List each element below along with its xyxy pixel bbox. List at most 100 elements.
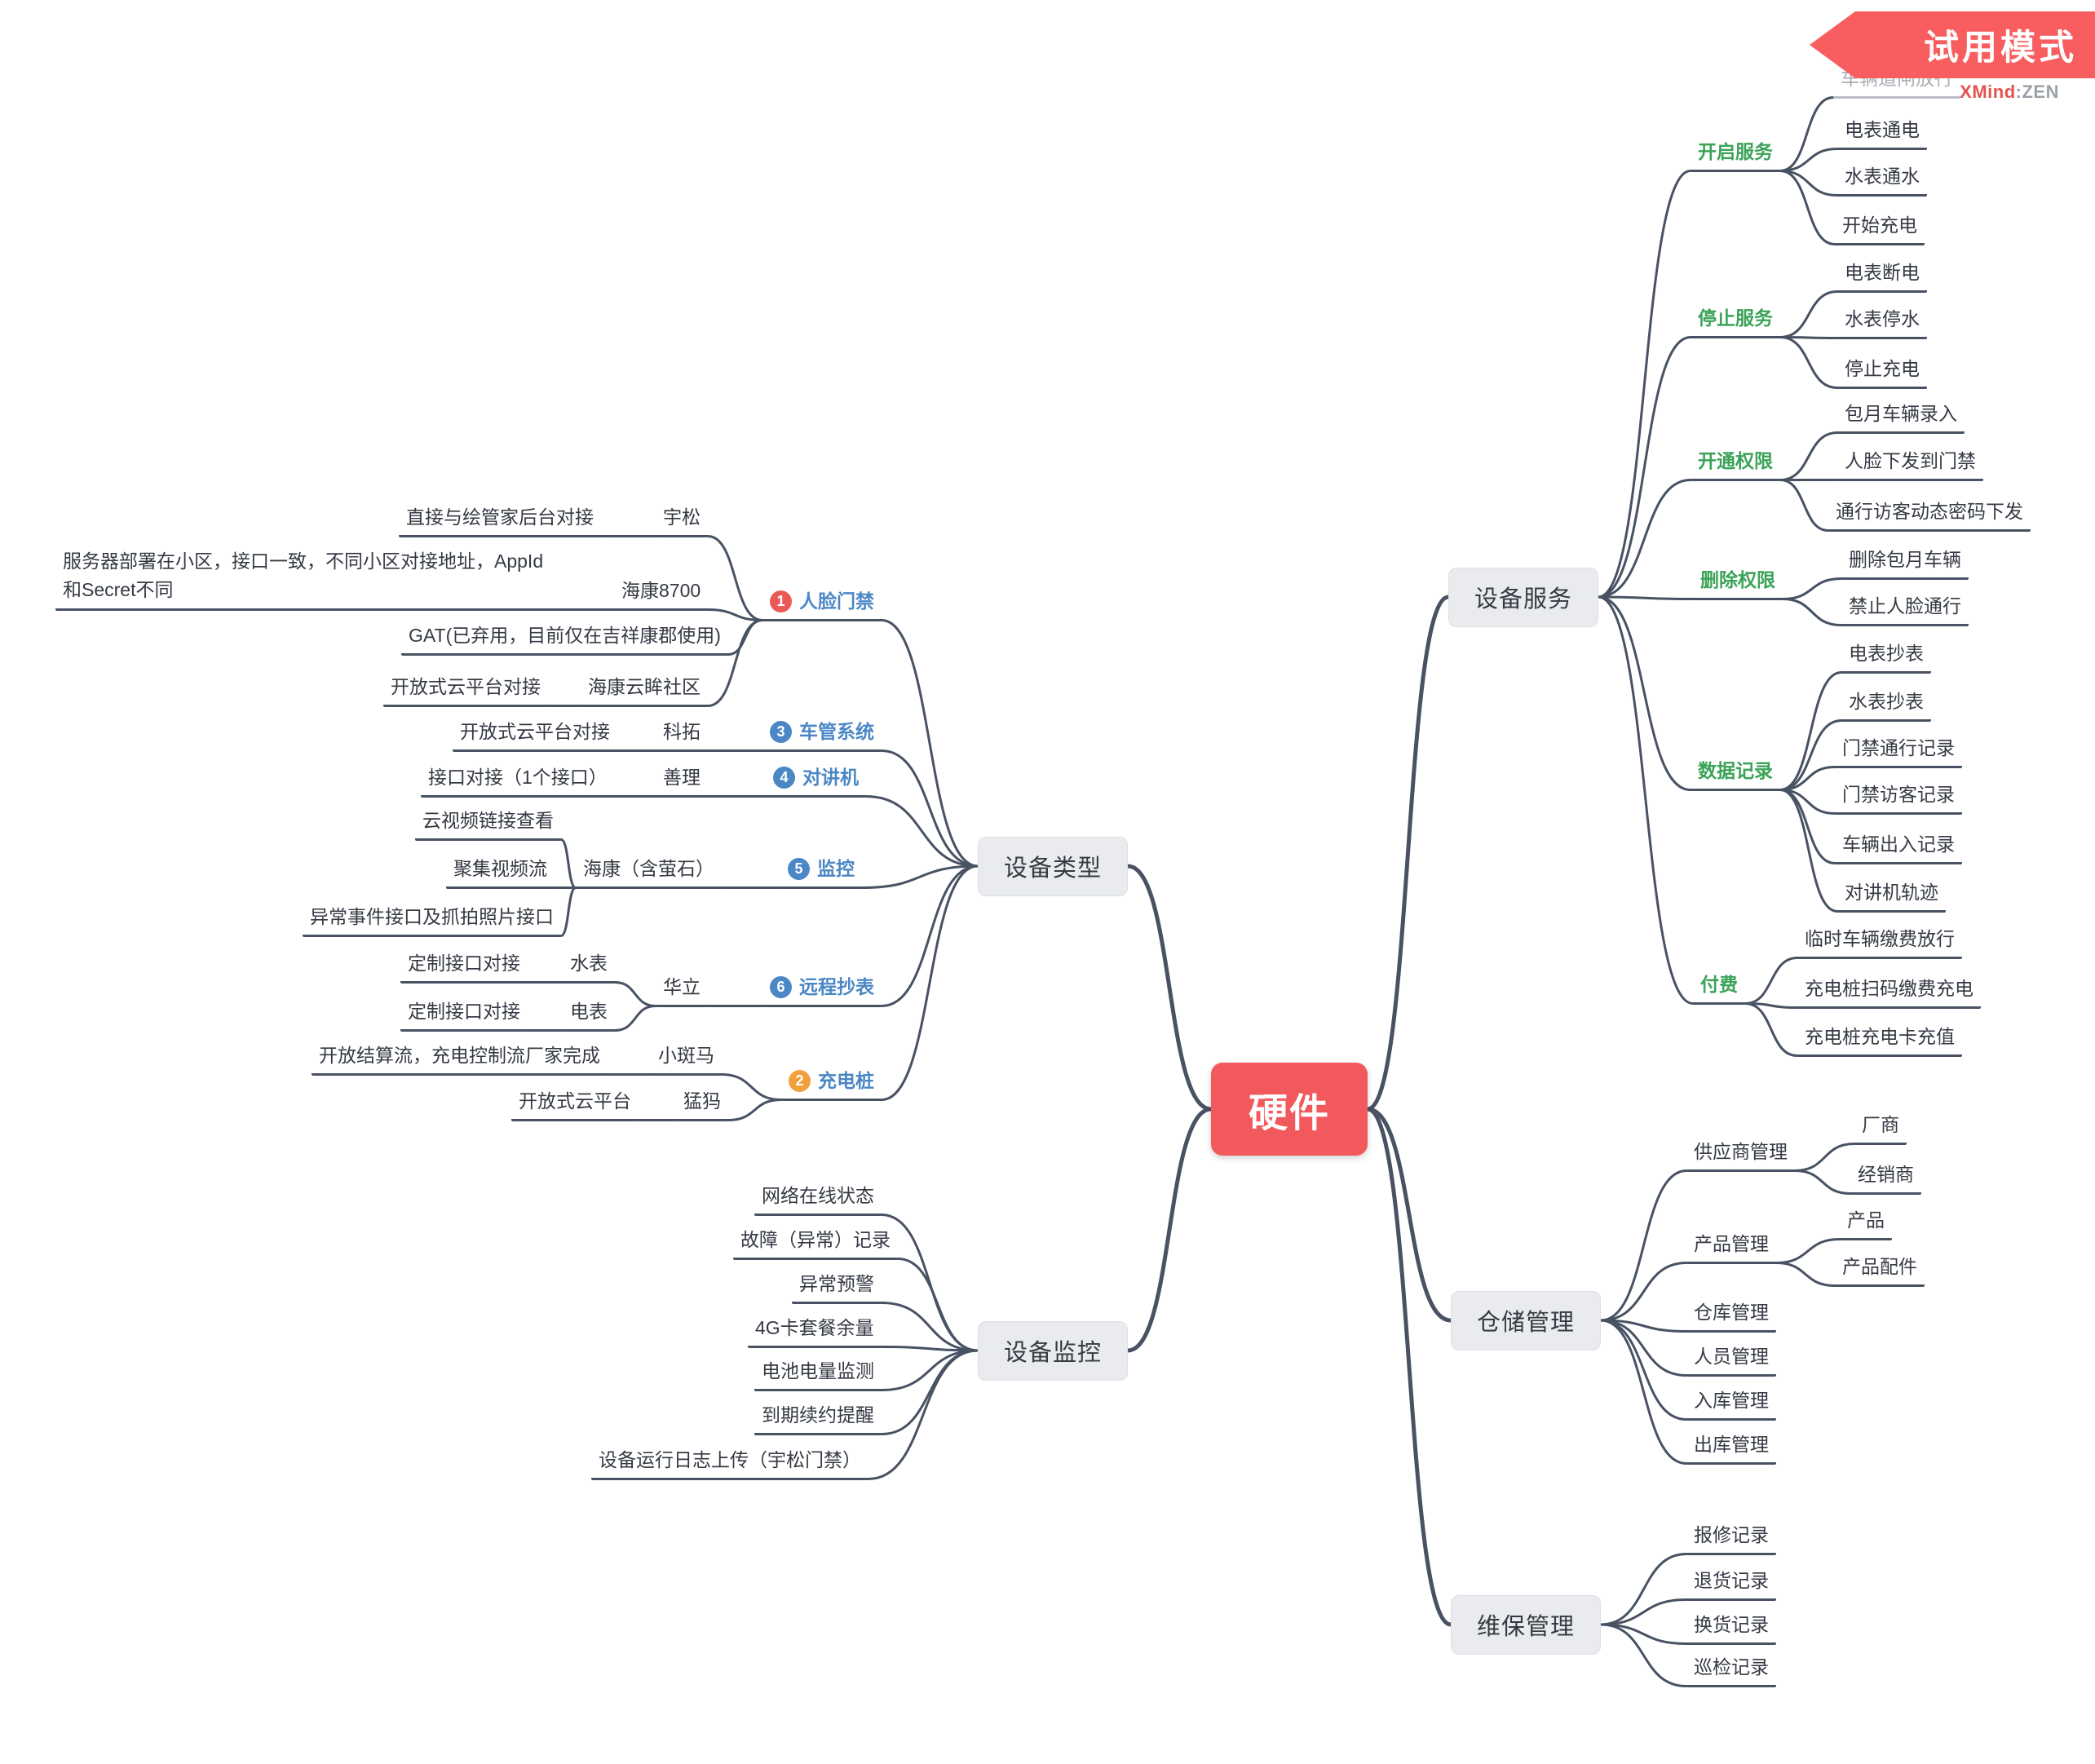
topic-dt-charge-mammoth[interactable]: 猛犸 <box>676 1085 728 1121</box>
xmind-zen-logo: XMind:ZEN <box>1960 82 2059 103</box>
topic-label: 海康云眸社区 <box>588 676 701 697</box>
topic-svc-data-visitor[interactable]: 门禁访客记录 <box>1835 779 1962 815</box>
topic-label: 宇松 <box>663 506 701 528</box>
topic-device-type[interactable]: 设备类型 <box>978 836 1129 896</box>
topic-svc-grant-face[interactable]: 人脸下发到门禁 <box>1837 445 1983 481</box>
topic-svc-grant-visitor[interactable]: 通行访客动态密码下发 <box>1828 496 2031 532</box>
topic-wh-inbound[interactable]: 入库管理 <box>1686 1385 1776 1421</box>
topic-wh-product[interactable]: 产品管理 <box>1686 1228 1776 1264</box>
topic-mt-repair[interactable]: 报修记录 <box>1686 1519 1776 1555</box>
topic-dt-face-yusong[interactable]: 宇松 <box>656 502 708 537</box>
topic-dm-log[interactable]: 设备运行日志上传（宇松门禁） <box>591 1444 868 1480</box>
topic-label: 供应商管理 <box>1694 1141 1788 1162</box>
topic-dt-charge-zebra[interactable]: 小斑马 <box>651 1040 722 1076</box>
topic-dt-intercom-shanli[interactable]: 善理 <box>656 762 708 798</box>
topic-svc-revoke[interactable]: 删除权限 <box>1693 564 1783 600</box>
topic-dt-meter-water-api[interactable]: 定制接口对接 <box>400 948 528 984</box>
topic-dt-face-gat[interactable]: GAT(已弃用，目前仅在吉祥康郡使用) <box>401 620 728 656</box>
topic-svc-pay-card[interactable]: 充电桩充电卡充值 <box>1797 1021 1962 1057</box>
topic-dt-charge-zebra-api[interactable]: 开放结算流，充电控制流厂家完成 <box>312 1040 608 1076</box>
topic-svc-data-vehicle[interactable]: 车辆出入记录 <box>1835 829 1962 864</box>
topic-dt-meter-elec-api[interactable]: 定制接口对接 <box>400 996 528 1032</box>
topic-wh-product-part[interactable]: 产品配件 <box>1835 1251 1925 1287</box>
edge-svc-revoke <box>1597 595 1695 600</box>
topic-wh-supplier[interactable]: 供应商管理 <box>1686 1136 1795 1172</box>
topic-label: 产品管理 <box>1694 1233 1769 1254</box>
topic-label: 定制接口对接 <box>408 953 520 974</box>
topic-dt-intercom-shanli-api[interactable]: 接口对接（1个接口） <box>421 762 615 798</box>
topic-dt-charge-mammoth-api[interactable]: 开放式云平台 <box>511 1085 639 1121</box>
topic-dm-fault[interactable]: 故障（异常）记录 <box>733 1224 898 1260</box>
topic-dt-face-hik8700[interactable]: 海康8700 <box>614 575 709 611</box>
topic-dt-face-hikcloud[interactable]: 海康云眸社区 <box>581 671 708 707</box>
topic-svc-open-charge[interactable]: 开始充电 <box>1835 210 1925 245</box>
topic-device-service[interactable]: 设备服务 <box>1448 567 1599 627</box>
edge-dt-charge-zebra <box>720 1073 783 1101</box>
topic-dm-online[interactable]: 网络在线状态 <box>754 1180 882 1216</box>
topic-warehouse-mgmt[interactable]: 仓储管理 <box>1451 1290 1602 1351</box>
topic-dt-face-yusong-api[interactable]: 直接与绘管家后台对接 <box>399 502 601 537</box>
topic-label: 车辆出入记录 <box>1842 833 1955 855</box>
topic-mt-exchange[interactable]: 换货记录 <box>1686 1609 1776 1645</box>
topic-wh-staff[interactable]: 人员管理 <box>1686 1341 1776 1377</box>
topic-svc-data-intercom[interactable]: 对讲机轨迹 <box>1837 877 1946 913</box>
edge-wh-supplier <box>1599 1169 1688 1322</box>
topic-label: 仓库管理 <box>1694 1302 1769 1323</box>
edge-wh-product <box>1599 1262 1688 1322</box>
topic-label: 异常预警 <box>799 1273 874 1294</box>
topic-svc-pay-scan[interactable]: 充电桩扫码缴费充电 <box>1797 973 1981 1009</box>
topic-dm-renew[interactable]: 到期续约提醒 <box>754 1399 882 1435</box>
topic-dt-monitor-hik[interactable]: 海康（含萤石） <box>576 853 722 889</box>
topic-dm-battery[interactable]: 电池电量监测 <box>754 1355 882 1391</box>
topic-svc-revoke-face[interactable]: 禁止人脸通行 <box>1841 590 1969 626</box>
topic-dt-meter-elec[interactable]: 电表 <box>563 996 615 1032</box>
topic-dt-meter-water[interactable]: 水表 <box>563 948 615 984</box>
topic-svc-pay[interactable]: 付费 <box>1693 969 1745 1005</box>
topic-svc-pay-temp[interactable]: 临时车辆缴费放行 <box>1797 923 1962 959</box>
topic-svc-data-water[interactable]: 水表抄表 <box>1841 686 1931 722</box>
topic-mt-return[interactable]: 退货记录 <box>1686 1565 1776 1601</box>
topic-maintenance-mgmt[interactable]: 维保管理 <box>1451 1594 1602 1655</box>
topic-dt-monitor-hik-stream[interactable]: 聚集视频流 <box>446 853 555 889</box>
topic-dt-meter-huali[interactable]: 华立 <box>656 971 708 1007</box>
topic-svc-data[interactable]: 数据记录 <box>1691 755 1780 791</box>
edge-dm-renew <box>880 1349 979 1435</box>
topic-svc-stop[interactable]: 停止服务 <box>1691 303 1780 338</box>
topic-wh-product-item[interactable]: 产品 <box>1840 1205 1892 1240</box>
topic-svc-revoke-monthly[interactable]: 删除包月车辆 <box>1841 544 1969 580</box>
topic-dt-face-hikcloud-api[interactable]: 开放式云平台对接 <box>383 671 548 707</box>
topic-device-monitor[interactable]: 设备监控 <box>978 1320 1129 1381</box>
topic-dt-monitor-hik-event[interactable]: 异常事件接口及抓拍照片接口 <box>303 901 561 937</box>
topic-svc-grant[interactable]: 开通权限 <box>1691 445 1780 481</box>
topic-wh-supplier-dealer[interactable]: 经销商 <box>1850 1159 1921 1195</box>
topic-dt-monitor-hik-view[interactable]: 云视频链接查看 <box>415 805 561 841</box>
topic-mt-inspect[interactable]: 巡检记录 <box>1686 1651 1776 1687</box>
topic-svc-open-water[interactable]: 水表通水 <box>1837 161 1927 197</box>
topic-label: 设备监控 <box>1004 1339 1103 1366</box>
topic-svc-grant-monthly[interactable]: 包月车辆录入 <box>1837 398 1965 434</box>
topic-wh-outbound[interactable]: 出库管理 <box>1686 1429 1776 1465</box>
topic-svc-stop-elec[interactable]: 电表断电 <box>1837 257 1927 293</box>
topic-svc-open[interactable]: 开启服务 <box>1691 136 1780 172</box>
topic-svc-data-elec[interactable]: 电表抄表 <box>1841 638 1931 674</box>
topic-label: 硬件 <box>1249 1092 1331 1135</box>
topic-dt-vehicle-keto-api[interactable]: 开放式云平台对接 <box>453 716 617 752</box>
topic-dt-vehicle-keto[interactable]: 科拓 <box>656 716 708 752</box>
topic-dt-face-hik8700-note[interactable]: 服务器部署在小区，接口一致，不同小区对接地址，AppId和Secret不同 <box>55 543 561 611</box>
topic-svc-stop-water[interactable]: 水表停水 <box>1837 303 1927 339</box>
topic-wh-warehouse[interactable]: 仓库管理 <box>1686 1297 1776 1333</box>
topic-svc-data-access[interactable]: 门禁通行记录 <box>1835 732 1962 768</box>
topic-dm-warning[interactable]: 异常预警 <box>792 1268 882 1304</box>
topic-dm-4g[interactable]: 4G卡套餐余量 <box>748 1312 882 1348</box>
topic-wh-supplier-factory[interactable]: 厂商 <box>1854 1109 1907 1145</box>
topic-hardware[interactable]: 硬件 <box>1211 1063 1368 1156</box>
topic-svc-stop-charge[interactable]: 停止充电 <box>1837 353 1927 389</box>
topic-svc-open-elec[interactable]: 电表通电 <box>1837 114 1927 150</box>
